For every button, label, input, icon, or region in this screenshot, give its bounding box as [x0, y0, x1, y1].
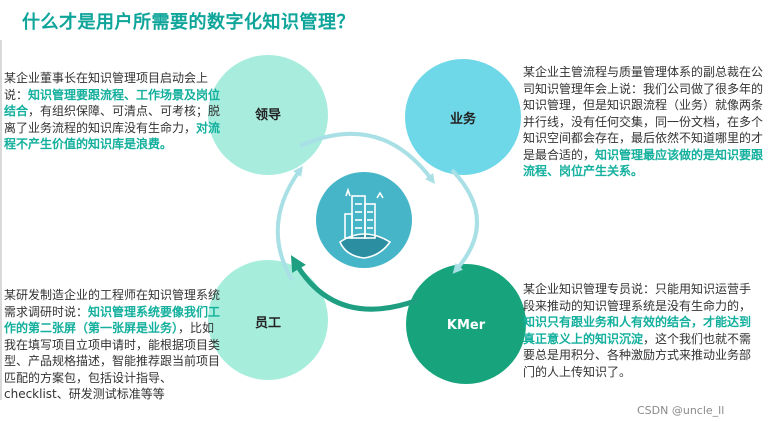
staff-circle [208, 260, 328, 380]
business-circle [405, 59, 521, 175]
km-specialist-quote-highlight: 知识只有跟业务和人有效的结合，才能达到真正意义上的知识沉淀 [523, 315, 752, 346]
engineer-quote-highlight: 知识管理系统要像我们工作的第二张屏（第一张屏是业务） [4, 304, 221, 336]
engineer-quote-text-2: ，比如我在填写项目立项申请时，能根据项目类型、产品规格描述，智能推荐跟当前项目匹… [4, 321, 221, 401]
building-on-globe-icon [339, 187, 392, 259]
leader-label: 领导 [255, 107, 281, 123]
vp-quote-highlight: 知识管理最应该做的是知识要跟流程、岗位产生关系。 [523, 147, 764, 179]
business-label: 业务 [450, 111, 477, 127]
vp-quote-text: 某企业主管流程与质量管理体系的副总裁在公司知识管理年会上说：我们公司做了很多年的… [523, 65, 764, 162]
left-edge-divider [0, 40, 2, 400]
km-specialist-quote-text: 某企业知识管理专员说：只能用知识运营手段来推动的知识管理系统是没有生命力的， [523, 282, 752, 313]
arrow-kmer-to-staff [290, 255, 419, 312]
leader-circle [208, 55, 328, 175]
arrow-business-to-kmer [450, 168, 479, 274]
chairman-quote-highlight-2: 对流程不产生价值的知识库是浪费。 [4, 120, 221, 152]
arrow-leader-to-business [299, 131, 435, 185]
engineer-quote: 某研发制造企业的工程师在知识管理系统需求调研时说：知识管理系统要像我们工作的第二… [4, 287, 226, 403]
page-title: 什么才是用户所需要的数字化知识管理？ [22, 12, 355, 33]
kmer-label: KMer [447, 318, 486, 333]
engineer-quote-text: 某研发制造企业的工程师在知识管理系统需求调研时说： [4, 288, 221, 319]
staff-label: 员工 [255, 316, 281, 331]
chairman-quote-text-2: ，有组织保障、可清点、可考核；脱离了业务流程的知识库没有生命力， [4, 104, 221, 135]
arrow-staff-to-leader [275, 165, 303, 282]
watermark: CSDN @uncle_ll [637, 404, 725, 417]
km-specialist-quote-text-2: ，这个我们也就不需要总是用积分、各种激励方式来推动业务部门的人上传知识了。 [523, 331, 752, 379]
km-specialist-quote: 某企业知识管理专员说：只能用知识运营手段来推动的知识管理系统是没有生命力的，知识… [523, 281, 755, 380]
kmer-circle [406, 264, 526, 384]
vp-quote: 某企业主管流程与质量管理体系的副总裁在公司知识管理年会上说：我们公司做了很多年的… [523, 64, 765, 180]
chairman-quote-highlight-1: 知识管理要跟流程、工作场景及岗位结合 [4, 87, 221, 119]
chairman-quote: 某企业董事长在知识管理项目启动会上说：知识管理要跟流程、工作场景及岗位结合，有组… [4, 70, 226, 153]
chairman-quote-text: 某企业董事长在知识管理项目启动会上说： [4, 71, 209, 102]
